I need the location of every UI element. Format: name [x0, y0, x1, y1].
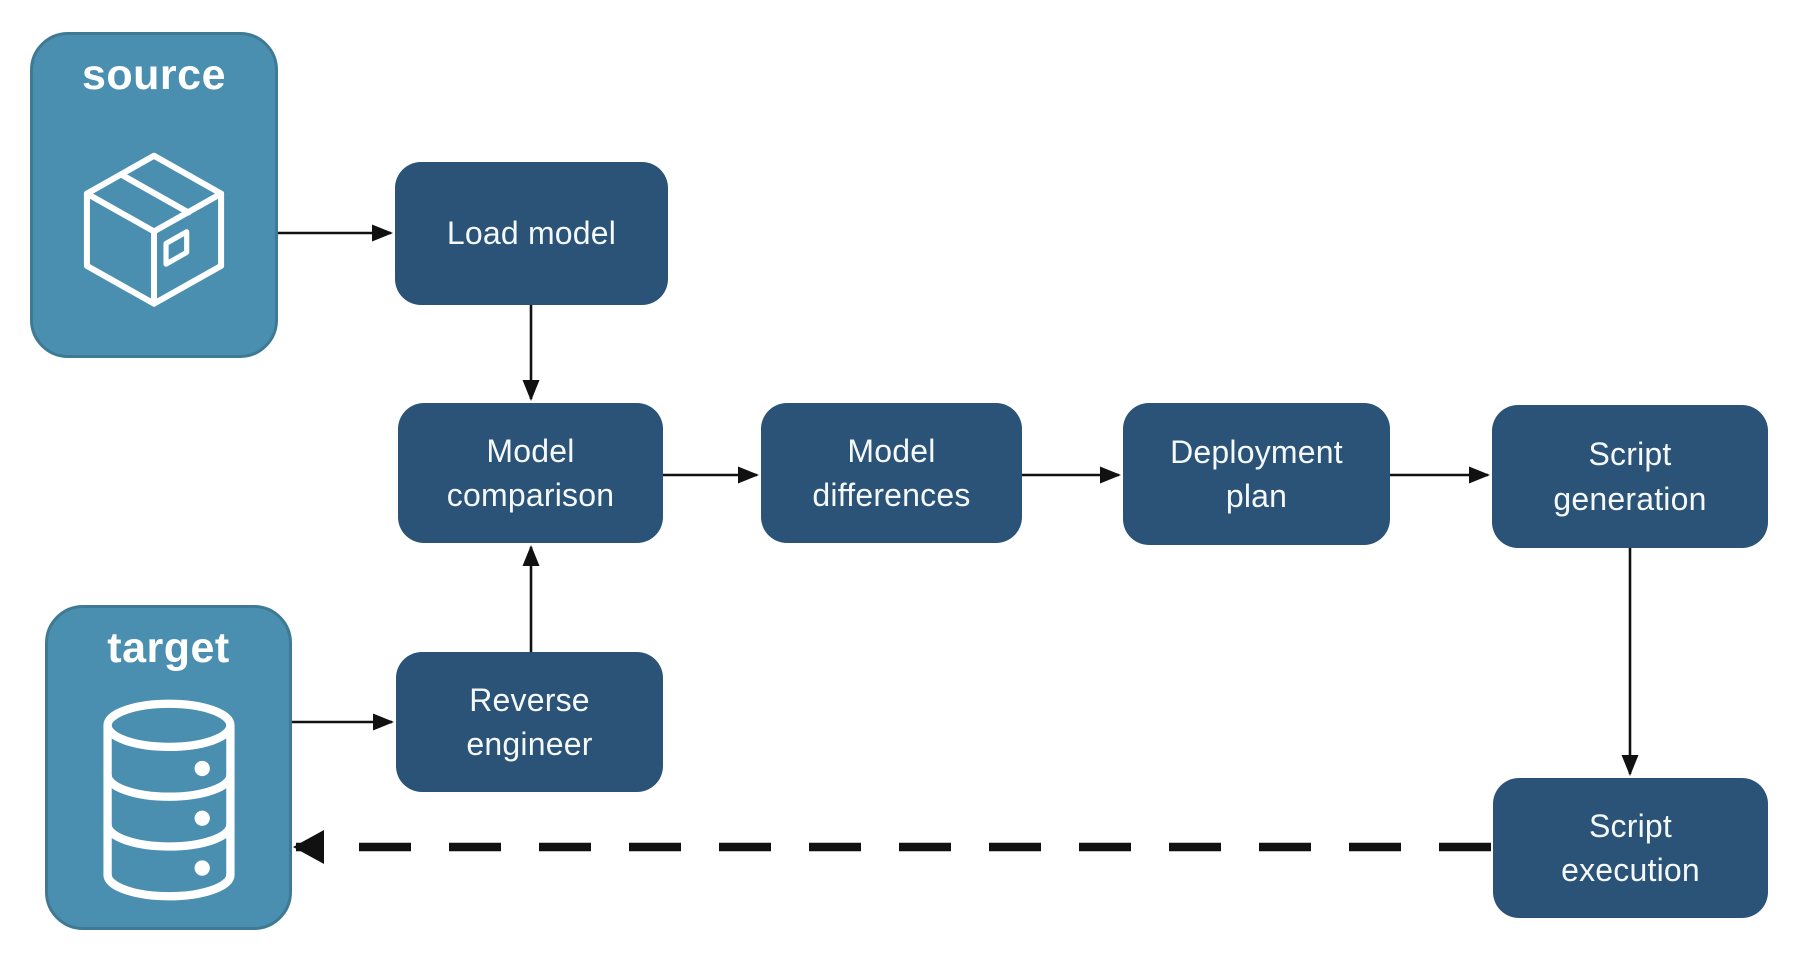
endpoint-source: source	[30, 32, 278, 358]
node-script-generation: Script generation	[1492, 405, 1768, 548]
endpoint-target: target	[45, 605, 292, 930]
node-deployment-plan: Deployment plan	[1123, 403, 1390, 545]
node-script-execution: Script execution	[1493, 778, 1768, 918]
node-reverse-engineer: Reverse engineer	[396, 652, 663, 792]
target-label: target	[107, 624, 230, 672]
node-model-differences: Model differences	[761, 403, 1022, 543]
database-icon	[48, 673, 289, 927]
package-icon	[33, 100, 275, 355]
source-label: source	[81, 51, 226, 99]
node-model-comparison: Model comparison	[398, 403, 663, 543]
node-load-model: Load model	[395, 162, 668, 305]
